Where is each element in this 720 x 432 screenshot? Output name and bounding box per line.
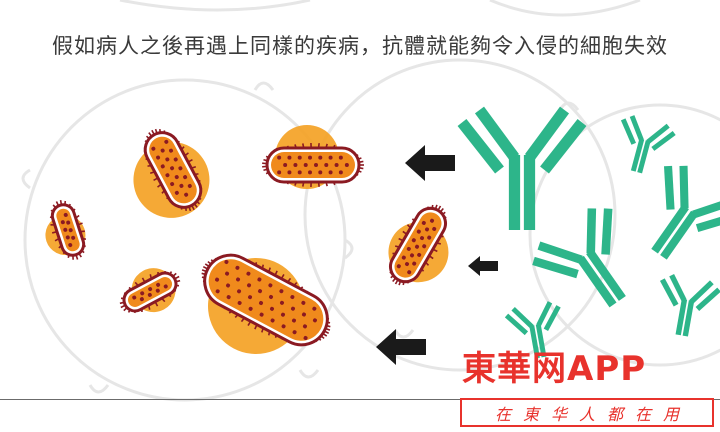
virus-icon (45, 199, 87, 260)
virus-icon (119, 268, 181, 314)
virus-dots (215, 259, 317, 341)
cell-bump (344, 238, 354, 260)
antibody-icon (457, 106, 587, 230)
arrows (376, 145, 498, 365)
antibody-icon (651, 165, 720, 260)
virus-core (127, 277, 173, 307)
cell-bump (88, 384, 110, 394)
cell-outline-top (119, 0, 311, 12)
virus-icon (201, 253, 331, 355)
cell-bump (253, 81, 275, 91)
virus-dots (396, 218, 437, 275)
virus-core (271, 152, 355, 178)
antibody-icon (659, 273, 720, 337)
virus-icon (388, 204, 449, 286)
caption-text: 假如病人之後再遇上同樣的疾病，抗體就能夠令入侵的細胞失效 (52, 34, 668, 58)
arrow-left-icon (405, 145, 455, 181)
cell-bump (21, 168, 31, 190)
virus-dots (151, 139, 192, 197)
virus-dots (132, 282, 168, 302)
arrow-left-icon (376, 329, 426, 365)
virus-dots (277, 155, 349, 175)
arrow-left-icon (468, 256, 498, 276)
cell-outlines (23, 0, 720, 402)
antibody-icon (620, 115, 676, 174)
virus-core (56, 208, 80, 252)
antibody-group (457, 106, 720, 359)
cell-outline-middle (303, 58, 617, 372)
antibody-icon (532, 208, 626, 308)
watermark-slogan: 在東华人都在用 (494, 404, 691, 424)
antibody-icon (504, 301, 561, 359)
watermark-slogan-box: 在東华人都在用 (460, 398, 714, 427)
virus-icon (133, 128, 210, 218)
cell-bump (393, 329, 415, 339)
virus-dots (60, 212, 76, 248)
watermark-title: 東華网APP (462, 349, 647, 389)
cell-outline-top-right (489, 0, 641, 17)
divider-line (0, 399, 720, 400)
virus-group (45, 125, 449, 355)
cell-bump (298, 369, 320, 379)
virus-icon (262, 125, 364, 189)
cell-outline-right (528, 103, 720, 367)
